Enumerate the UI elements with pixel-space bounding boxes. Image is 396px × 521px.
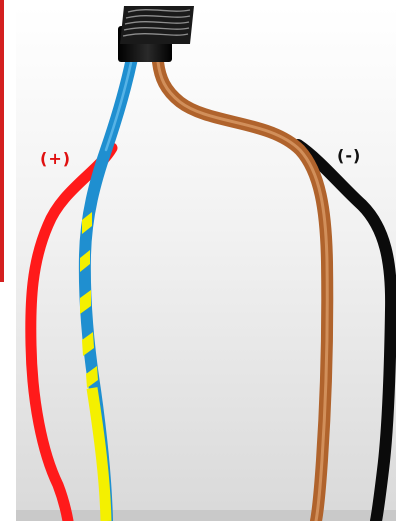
thread-line	[124, 21, 190, 25]
thread-line	[123, 27, 190, 31]
left-frame-edge	[0, 0, 4, 282]
thread-line	[127, 9, 191, 13]
red-wire	[25, 142, 118, 521]
thread-line	[125, 15, 191, 19]
yellow-stripe	[82, 212, 92, 234]
connector-threads	[122, 9, 191, 37]
brown-wire-highlight	[156, 60, 329, 521]
connector	[118, 6, 194, 62]
black-wire	[292, 139, 396, 521]
bottom-shadow-band	[16, 510, 396, 521]
yellow-stripe	[86, 366, 98, 388]
yellow-stripe	[80, 290, 91, 314]
yellow-stripes	[80, 212, 98, 388]
yellow-stripe	[80, 250, 90, 272]
yellow-stripe	[82, 332, 94, 356]
yellow-stripe-lower	[86, 387, 112, 521]
thread-line	[122, 33, 189, 37]
negative-label: (-)	[337, 146, 361, 165]
background-panel	[16, 6, 396, 521]
positive-label: (+)	[40, 149, 71, 168]
